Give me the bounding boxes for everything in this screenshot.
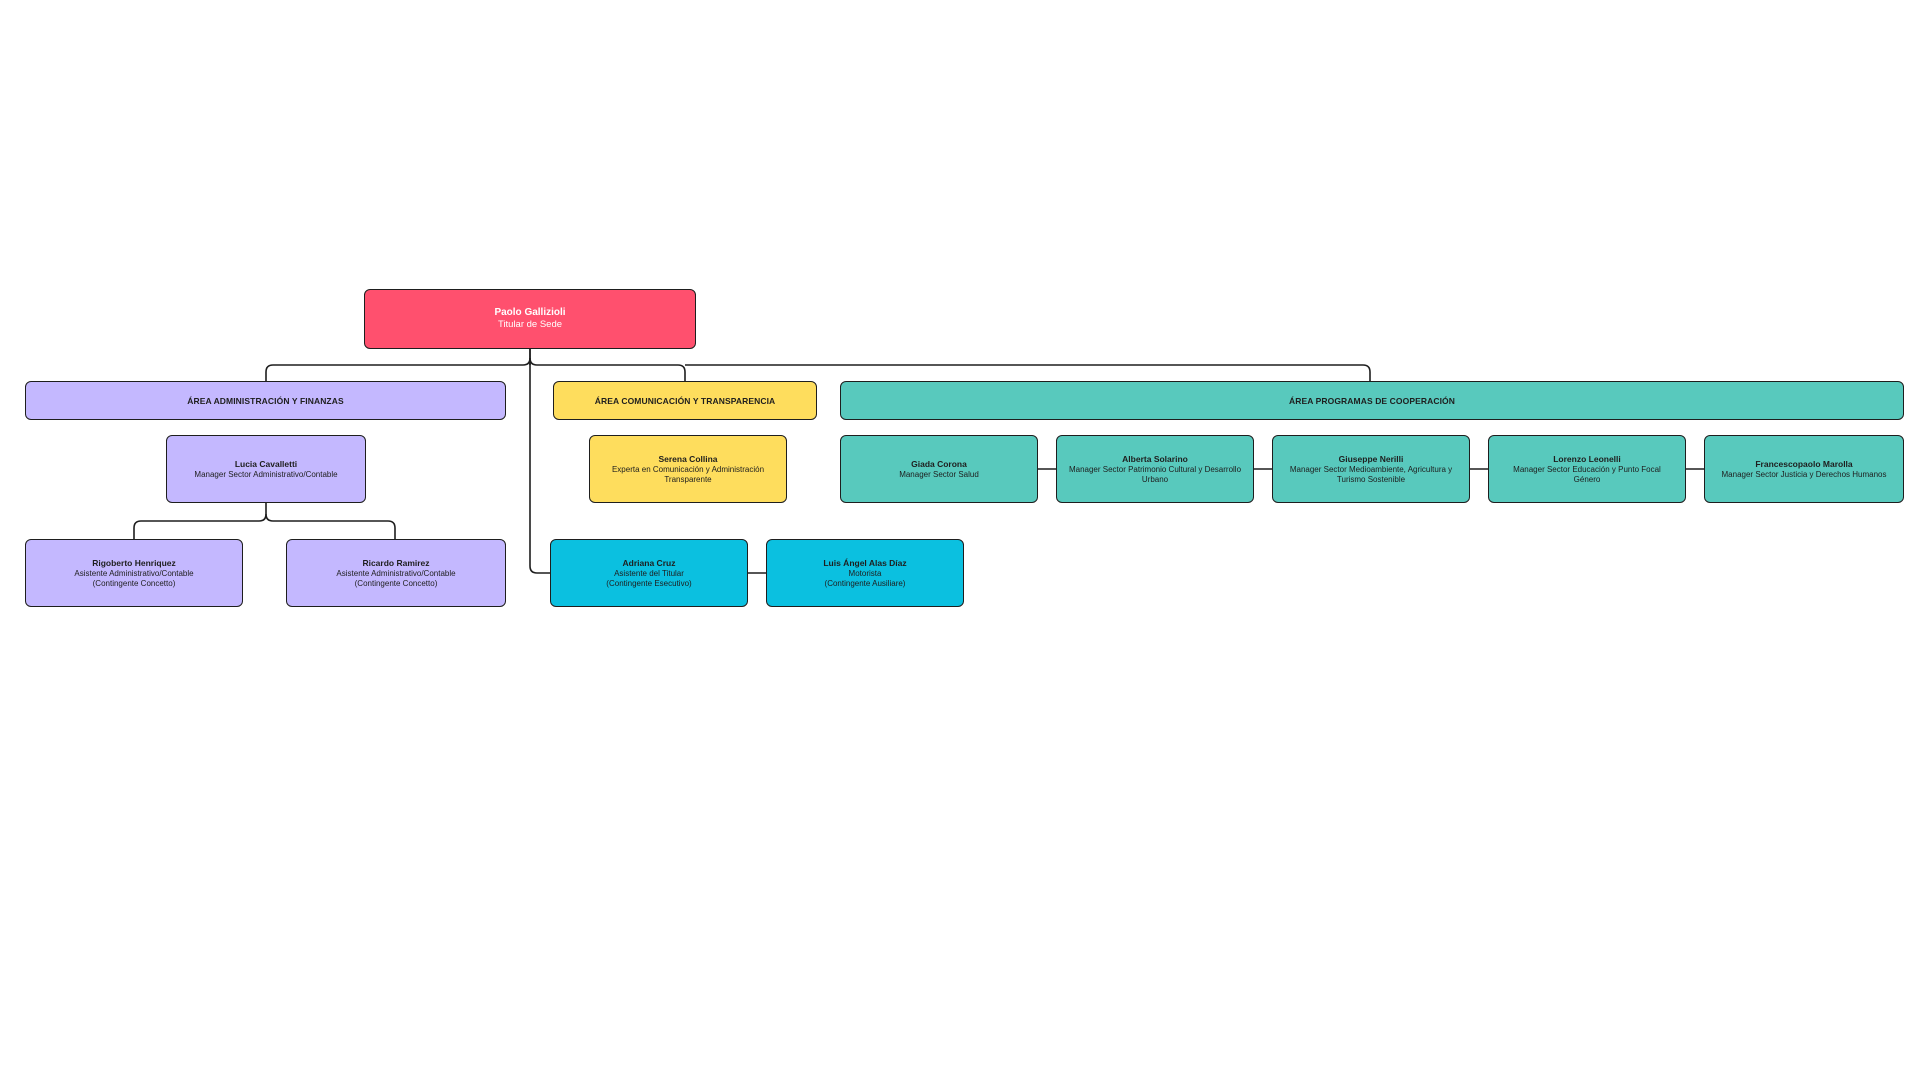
node-role: Manager Sector Justicia y Derechos Human…	[1721, 469, 1887, 479]
node-asistente-titular[interactable]: Adriana Cruz Asistente del Titular (Cont…	[550, 539, 748, 607]
node-role: Asistente Administrativo/Contable	[74, 568, 194, 578]
area-label: ÁREA PROGRAMAS DE COOPERACIÓN	[1289, 395, 1455, 406]
node-name: Francescopaolo Marolla	[1755, 458, 1853, 469]
area-label: ÁREA ADMINISTRACIÓN Y FINANZAS	[187, 395, 344, 406]
node-name: Paolo Gallizioli	[494, 307, 566, 318]
node-name: Giuseppe Nerilli	[1338, 453, 1404, 464]
connector-admin-area	[265, 357, 531, 382]
area-programas-cooperacion[interactable]: ÁREA PROGRAMAS DE COOPERACIÓN	[840, 381, 1904, 420]
node-asistente-administrativo-1[interactable]: Rigoberto Henriquez Asistente Administra…	[25, 539, 243, 607]
node-name: Adriana Cruz	[622, 557, 676, 568]
node-name: Luis Ángel Alas Díaz	[823, 557, 907, 568]
node-role: Motorista	[848, 568, 882, 578]
node-manager-educacion[interactable]: Lorenzo Leonelli Manager Sector Educació…	[1488, 435, 1686, 503]
node-manager-administrativo[interactable]: Lucia Cavalletti Manager Sector Administ…	[166, 435, 366, 503]
node-name: Lucia Cavalletti	[234, 458, 298, 469]
node-role: Manager Sector Educación y Punto Focal G…	[1513, 464, 1661, 484]
node-note: (Contingente Concetto)	[354, 578, 438, 588]
node-asistente-administrativo-2[interactable]: Ricardo Ramirez Asistente Administrativo…	[286, 539, 506, 607]
node-name: Ricardo Ramirez	[362, 557, 430, 568]
node-titular-de-sede[interactable]: Paolo Gallizioli Titular de Sede	[364, 289, 696, 349]
node-manager-patrimonio[interactable]: Alberta Solarino Manager Sector Patrimon…	[1056, 435, 1254, 503]
node-name: Lorenzo Leonelli	[1553, 453, 1621, 464]
connector-comunicacion-area	[529, 357, 686, 382]
node-role: Manager Sector Patrimonio Cultural y Des…	[1068, 464, 1242, 484]
node-motorista[interactable]: Luis Ángel Alas Díaz Motorista (Continge…	[766, 539, 964, 607]
area-comunicacion-transparencia[interactable]: ÁREA COMUNICACIÓN Y TRANSPARENCIA	[553, 381, 817, 420]
node-experta-comunicacion[interactable]: Serena Collina Experta en Comunicación y…	[589, 435, 787, 503]
connector-programas-area	[685, 364, 1371, 382]
node-role: Experta en Comunicación y Administración…	[611, 464, 765, 484]
node-note: (Contingente Esecutivo)	[606, 578, 692, 588]
node-note: (Contingente Concetto)	[92, 578, 176, 588]
connector-direct-staff	[529, 348, 550, 574]
node-role: Manager Sector Salud	[899, 469, 979, 479]
node-name: Rigoberto Henriquez	[92, 557, 176, 568]
connector-admin-staff	[133, 513, 267, 539]
node-role: Asistente Administrativo/Contable	[336, 568, 456, 578]
node-manager-justicia[interactable]: Francescopaolo Marolla Manager Sector Ju…	[1704, 435, 1904, 503]
node-role: Asistente del Titular	[614, 568, 684, 578]
node-role: Manager Sector Administrativo/Contable	[194, 469, 338, 479]
node-manager-salud[interactable]: Giada Corona Manager Sector Salud	[840, 435, 1038, 503]
area-label: ÁREA COMUNICACIÓN Y TRANSPARENCIA	[594, 395, 776, 406]
node-role: Manager Sector Medioambiente, Agricultur…	[1289, 464, 1453, 484]
node-name: Giada Corona	[911, 458, 967, 469]
area-administracion-finanzas[interactable]: ÁREA ADMINISTRACIÓN Y FINANZAS	[25, 381, 506, 420]
connector-admin-staff-2	[265, 513, 396, 539]
node-name: Serena Collina	[658, 453, 718, 464]
node-role: Titular de Sede	[497, 319, 563, 330]
node-manager-medioambiente[interactable]: Giuseppe Nerilli Manager Sector Medioamb…	[1272, 435, 1470, 503]
node-name: Alberta Solarino	[1122, 453, 1188, 464]
node-note: (Contingente Ausiliare)	[824, 578, 906, 588]
